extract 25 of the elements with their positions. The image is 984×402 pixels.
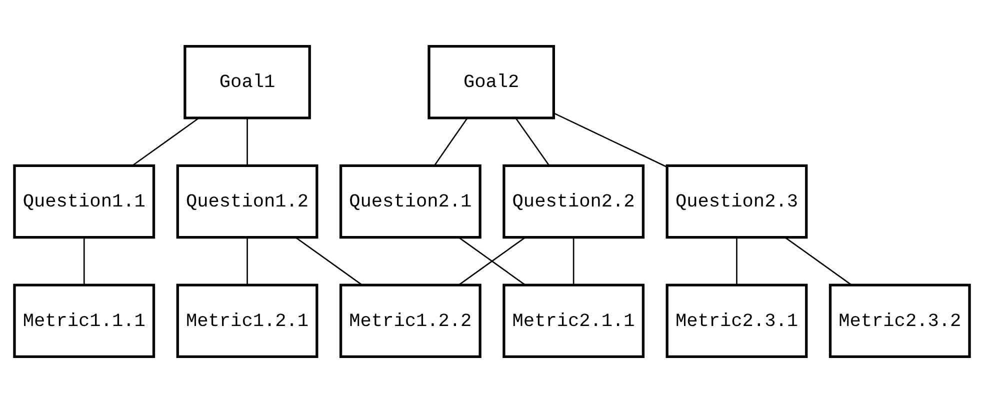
node-box: Metric1.2.2 [339, 283, 482, 358]
node-box: Goal2 [428, 44, 555, 119]
node-box: Question1.1 [13, 164, 156, 238]
connector [515, 118, 550, 166]
node-box: Goal1 [184, 44, 311, 119]
node-box: Question2.2 [502, 164, 645, 238]
node-box: Metric2.3.2 [828, 283, 971, 358]
node-box: Question1.2 [176, 164, 318, 238]
connector [784, 236, 852, 285]
connector [246, 237, 248, 284]
connector [83, 237, 85, 284]
connector [736, 237, 738, 284]
connector [295, 236, 362, 285]
node-box: Question2.3 [666, 164, 808, 238]
connector [572, 237, 574, 284]
connector [132, 117, 200, 166]
node-box: Metric1.1.1 [13, 283, 156, 358]
connector [458, 236, 526, 285]
connector [246, 118, 248, 166]
node-box: Question2.1 [339, 164, 482, 238]
node-box: Metric1.2.1 [176, 283, 318, 358]
connector [434, 118, 468, 166]
node-box: Metric2.1.1 [502, 283, 645, 358]
node-box: Metric2.3.1 [666, 283, 808, 358]
connector [554, 112, 668, 168]
